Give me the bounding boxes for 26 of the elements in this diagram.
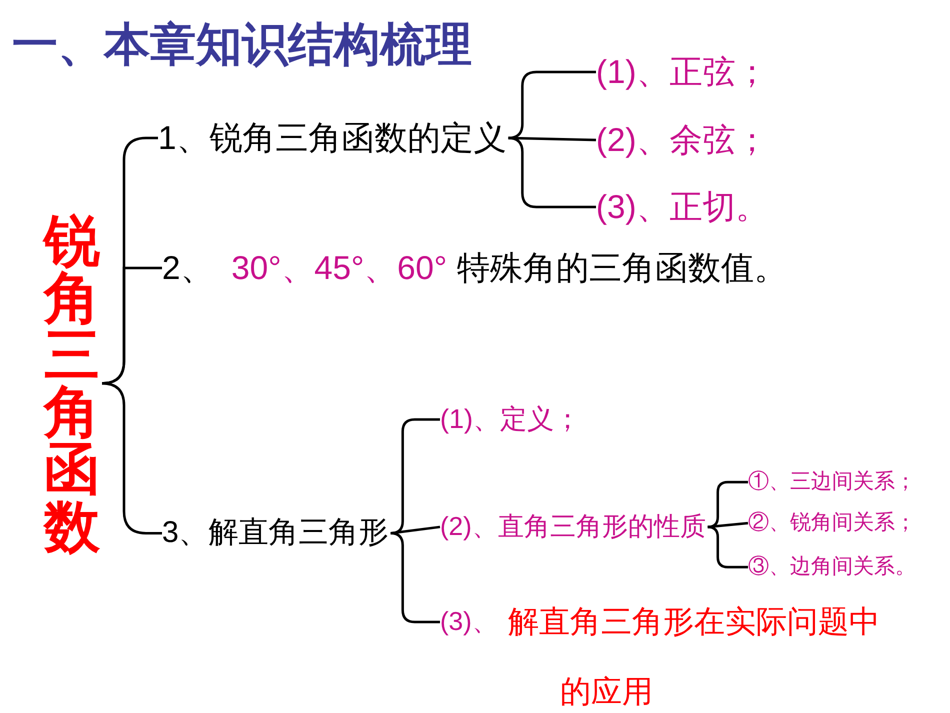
- vertical-heading: 锐角三角函数: [44, 212, 100, 555]
- branch-text: 特殊角的三角函数值。: [457, 249, 788, 286]
- angle-values: 30°、45°、60°: [231, 249, 448, 286]
- brace-line: [708, 526, 748, 568]
- brace-line: [708, 522, 748, 528]
- brace-line: [508, 136, 596, 142]
- item-number: (3)、: [440, 607, 498, 637]
- branch-label: 1、锐角三角函数的定义: [158, 119, 506, 157]
- leaf-label: (1)、正弦；: [596, 53, 768, 91]
- branch-label: 3、解直角三角形: [162, 516, 389, 550]
- leaf-label: (1)、定义；: [440, 404, 581, 436]
- branch-label: 2、: [162, 249, 214, 286]
- brace-line: [508, 136, 596, 208]
- leaf-label: (2)、余弦；: [596, 121, 768, 159]
- leaf-label: ②、锐角间关系；: [748, 511, 916, 536]
- item-text: 的应用: [560, 674, 653, 710]
- brace-line: [390, 532, 440, 624]
- item-text: 解直角三角形在实际问题中: [508, 604, 880, 640]
- leaf-label: (3)、正切。: [596, 188, 768, 226]
- brace-line: [508, 70, 596, 140]
- leaf-label: ①、三边间关系；: [748, 470, 916, 494]
- title-heading: 一、本章知识结构梳理: [12, 18, 472, 71]
- leaf-label: (2)、直角三角形的性质: [440, 512, 706, 542]
- brace-line: [390, 526, 440, 534]
- brace-line: [102, 382, 162, 534]
- leaf-label: ③、边角间关系。: [748, 555, 916, 580]
